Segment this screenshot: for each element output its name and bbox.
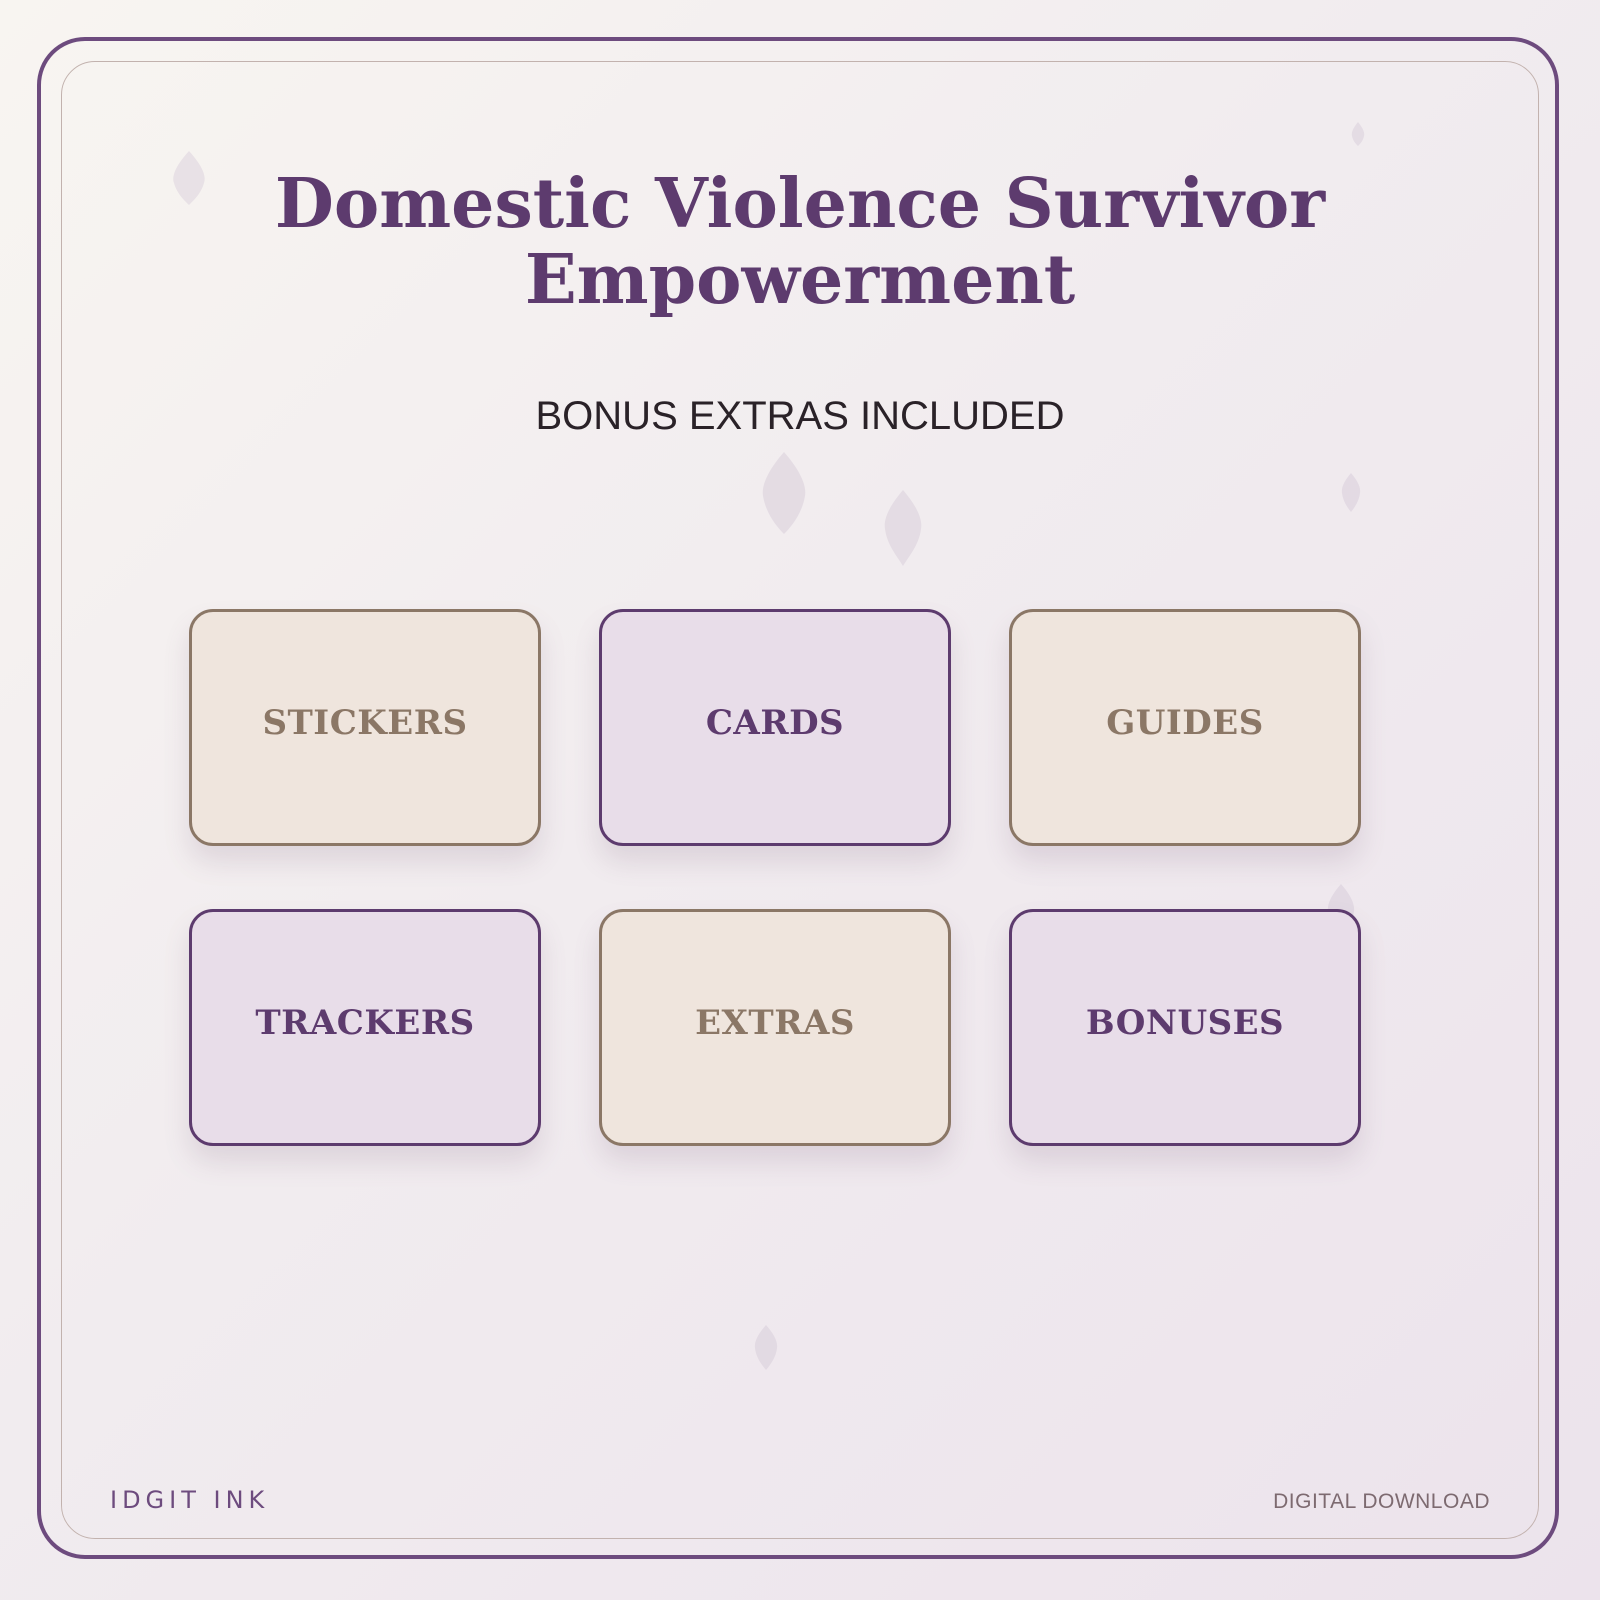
card-bonuses[interactable]: BONUSES	[1009, 909, 1361, 1146]
outer-frame	[37, 37, 1559, 1559]
inner-frame	[61, 61, 1539, 1539]
card-cards[interactable]: CARDS	[599, 609, 951, 846]
digital-download-label: DIGITAL DOWNLOAD	[1273, 1490, 1490, 1513]
card-extras[interactable]: EXTRAS	[599, 909, 951, 1146]
subtitle: BONUS EXTRAS INCLUDED	[535, 394, 1065, 438]
card-stickers[interactable]: STICKERS	[189, 609, 541, 846]
brand-label: IDGIT INK	[110, 1486, 270, 1514]
page-title: Domestic Violence Survivor Empowerment	[0, 166, 1600, 318]
card-guides[interactable]: GUIDES	[1009, 609, 1361, 846]
title-line-1: Domestic Violence Survivor	[274, 164, 1326, 244]
title-line-2: Empowerment	[524, 240, 1076, 320]
card-trackers[interactable]: TRACKERS	[189, 909, 541, 1146]
